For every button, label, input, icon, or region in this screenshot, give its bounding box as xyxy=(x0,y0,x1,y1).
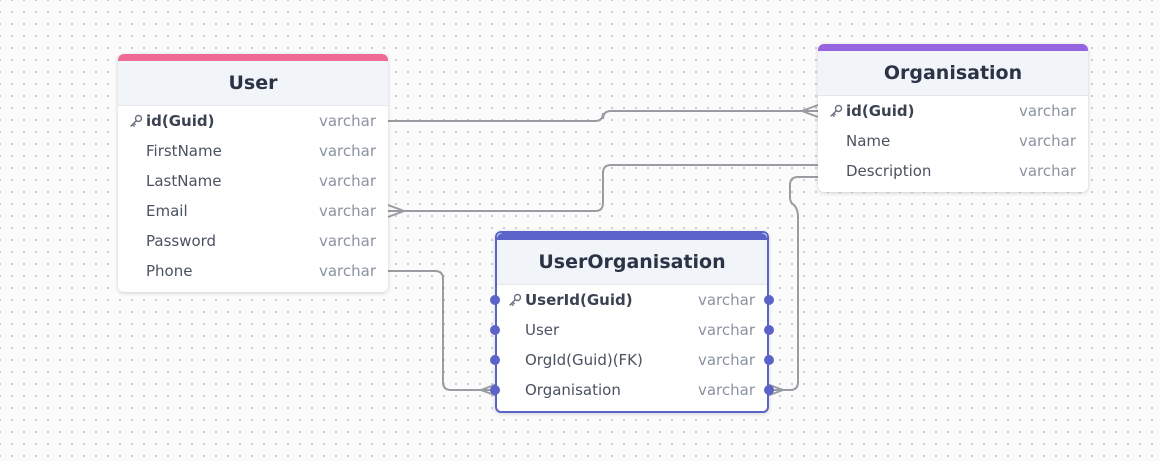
field-type: varchar xyxy=(318,172,376,190)
field-name: Name xyxy=(846,132,891,150)
field-type: varchar xyxy=(697,351,755,369)
table-field-row[interactable]: User varchar xyxy=(490,315,774,345)
connection-handle[interactable] xyxy=(764,325,774,335)
field-type: varchar xyxy=(318,142,376,160)
field-name: OrgId(Guid)(FK) xyxy=(525,351,643,369)
field-type: varchar xyxy=(318,262,376,280)
primary-key-icon xyxy=(129,114,143,128)
table-field-row[interactable]: id(Guid) varchar xyxy=(818,96,1088,126)
table-field-row[interactable]: Description varchar xyxy=(818,156,1088,186)
field-type: varchar xyxy=(697,291,755,309)
table-accent-bar xyxy=(118,54,388,61)
field-name: User xyxy=(525,321,560,339)
relation-line[interactable] xyxy=(388,110,818,122)
field-type: varchar xyxy=(1018,102,1076,120)
table-title[interactable]: User xyxy=(118,61,388,106)
field-type: varchar xyxy=(1018,162,1076,180)
table-field-row[interactable]: Phone varchar xyxy=(118,256,388,286)
crow-foot-icon[interactable] xyxy=(799,104,819,118)
connection-handle[interactable] xyxy=(490,325,500,335)
connection-handle[interactable] xyxy=(490,295,500,305)
field-type: varchar xyxy=(318,202,376,220)
field-name: Description xyxy=(846,162,932,180)
relation-line[interactable] xyxy=(388,270,497,391)
field-type: varchar xyxy=(697,321,755,339)
connection-handle[interactable] xyxy=(764,385,774,395)
relation-line[interactable] xyxy=(388,164,818,212)
field-name: id(Guid) xyxy=(146,112,215,130)
table-field-row[interactable]: Name varchar xyxy=(818,126,1088,156)
table-accent-bar xyxy=(497,233,767,240)
table-field-row[interactable]: UserId(Guid) varchar xyxy=(490,285,774,315)
table-field-row[interactable]: LastName varchar xyxy=(118,166,388,196)
field-name: Phone xyxy=(146,262,193,280)
connection-handle[interactable] xyxy=(764,295,774,305)
table-field-row[interactable]: Email varchar xyxy=(118,196,388,226)
table-field-row[interactable]: Password varchar xyxy=(118,226,388,256)
table-title[interactable]: Organisation xyxy=(818,51,1088,96)
table-field-row[interactable]: id(Guid) varchar xyxy=(118,106,388,136)
relation-line[interactable] xyxy=(767,176,818,391)
table-accent-bar xyxy=(818,44,1088,51)
field-name: Password xyxy=(146,232,217,250)
field-type: varchar xyxy=(697,381,755,399)
field-name: LastName xyxy=(146,172,222,190)
primary-key-icon xyxy=(508,293,522,307)
field-name: id(Guid) xyxy=(846,102,915,120)
field-type: varchar xyxy=(1018,132,1076,150)
crow-foot-icon[interactable] xyxy=(387,204,407,218)
field-type: varchar xyxy=(318,232,376,250)
primary-key-icon xyxy=(829,104,843,118)
field-name: UserId(Guid) xyxy=(525,291,633,309)
connection-handle[interactable] xyxy=(490,385,500,395)
table-field-row[interactable]: OrgId(Guid)(FK) varchar xyxy=(490,345,774,375)
table-title[interactable]: UserOrganisation xyxy=(497,240,767,285)
table-field-row[interactable]: FirstName varchar xyxy=(118,136,388,166)
table-field-row[interactable]: Organisation varchar xyxy=(490,375,774,405)
field-name: FirstName xyxy=(146,142,222,160)
field-name: Organisation xyxy=(525,381,621,399)
connection-handle[interactable] xyxy=(764,355,774,365)
field-type: varchar xyxy=(318,112,376,130)
connection-handle[interactable] xyxy=(490,355,500,365)
field-name: Email xyxy=(146,202,188,220)
